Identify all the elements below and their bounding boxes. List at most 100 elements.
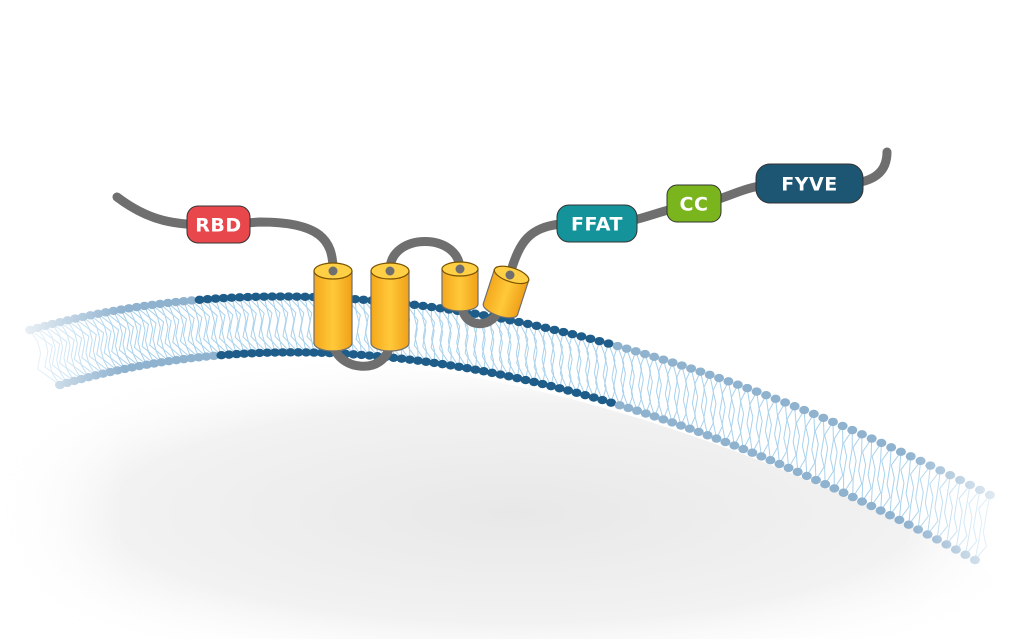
lipid-head: [789, 402, 800, 411]
lipid-head: [358, 295, 369, 304]
lipid-tail: [298, 320, 315, 353]
lipid-tail: [861, 464, 867, 502]
lipid-tail: [806, 449, 816, 477]
lipid-head: [208, 351, 219, 361]
lipid-tail: [727, 381, 733, 417]
lipid-tail: [448, 309, 461, 343]
lipid-head: [537, 379, 548, 389]
lipid-tail: [653, 356, 660, 392]
lipid-tail: [929, 470, 941, 498]
lipid-tail: [974, 532, 987, 561]
lipid-head: [409, 300, 420, 310]
lipid-tail: [955, 512, 963, 550]
lipid-heads: [25, 292, 995, 565]
lipid-head: [808, 409, 819, 419]
lipid-head: [291, 292, 302, 301]
lipid-head: [985, 490, 995, 500]
lipid-tail: [833, 425, 844, 453]
lipid-tail: [805, 413, 815, 441]
lipid-tail: [604, 343, 609, 369]
lipid-head: [649, 412, 660, 421]
lipid-head: [396, 354, 407, 363]
lipid-tail: [905, 456, 912, 494]
lipid-tail: [88, 339, 111, 373]
lipid-head: [546, 381, 557, 391]
lipid-tail: [978, 494, 991, 523]
lipid-tail: [97, 313, 108, 338]
lipid-tail: [896, 451, 902, 489]
lipid-head: [820, 480, 831, 489]
lipid-head: [765, 456, 776, 465]
lipid-tail: [973, 489, 981, 528]
lipid-tail: [223, 297, 242, 331]
lipid-head: [388, 353, 399, 362]
lipid-tail: [786, 432, 791, 468]
lipid-tail: [589, 338, 598, 373]
lipid-tail: [843, 429, 853, 457]
lipid-head: [563, 386, 574, 395]
lipid-head: [623, 403, 634, 413]
lipid-tail: [533, 350, 543, 385]
lipid-head: [520, 375, 531, 385]
lipid-head: [711, 434, 722, 443]
lipid-head: [512, 373, 523, 383]
lipid-head: [193, 353, 204, 362]
lipid-tail: [274, 319, 291, 353]
lipid-tail: [900, 456, 912, 484]
lipid-tail: [156, 327, 177, 361]
lipid-tail: [568, 334, 573, 359]
lipid-head: [147, 300, 158, 310]
lipid-tail: [974, 522, 983, 561]
lipid-head: [756, 452, 767, 461]
lipid-tail: [777, 428, 782, 465]
lipid-head: [149, 359, 160, 368]
lipid-head: [686, 364, 697, 373]
lipid-tail: [500, 318, 512, 353]
lipid-tail: [405, 303, 419, 337]
lipid-tail: [712, 403, 717, 439]
lipid-head: [503, 372, 514, 381]
lipid-tail: [612, 370, 621, 406]
lipid-tail: [870, 469, 876, 507]
lipid-head: [751, 387, 762, 396]
lipid-tail: [852, 470, 863, 498]
lipid-tail: [577, 361, 586, 396]
lipid-tail: [167, 302, 188, 336]
lipid-tail: [915, 460, 922, 499]
lipid-head: [437, 359, 448, 369]
lipid-tail: [509, 320, 520, 354]
lipid-tail: [439, 307, 452, 342]
domain-fyve-label: FYVE: [781, 174, 837, 196]
lipid-head: [649, 352, 660, 362]
lipid-head: [747, 448, 758, 457]
lipid-tail: [113, 310, 134, 344]
lipid-head: [960, 550, 971, 559]
lipid-tail: [37, 353, 61, 386]
lipid-tail: [577, 336, 582, 362]
lipid-tail: [598, 340, 607, 376]
lipid-head: [47, 319, 58, 329]
lipid-head: [364, 351, 375, 360]
lipid-tail: [187, 324, 207, 357]
lipid-head: [522, 319, 533, 329]
lipid-tail: [730, 384, 739, 411]
lipid-head: [875, 506, 886, 515]
lipid-tail: [105, 312, 116, 336]
lipid-head: [285, 348, 296, 357]
lipid-tail: [867, 438, 873, 476]
lipid-tail: [755, 391, 760, 428]
lipid-tail: [179, 325, 200, 358]
lipid-tail: [82, 316, 93, 341]
helix-3: [441, 261, 479, 312]
lipid-tail: [105, 311, 127, 345]
lipid-tail: [621, 373, 629, 409]
lipid-tail: [685, 393, 691, 429]
lipid-head: [462, 364, 473, 373]
lipid-head: [194, 295, 205, 304]
lipid-tail: [63, 357, 75, 382]
lipid-tail: [801, 410, 806, 447]
lipid-tail: [96, 338, 118, 371]
lipid-head: [829, 484, 840, 493]
lipid-head: [277, 348, 288, 357]
